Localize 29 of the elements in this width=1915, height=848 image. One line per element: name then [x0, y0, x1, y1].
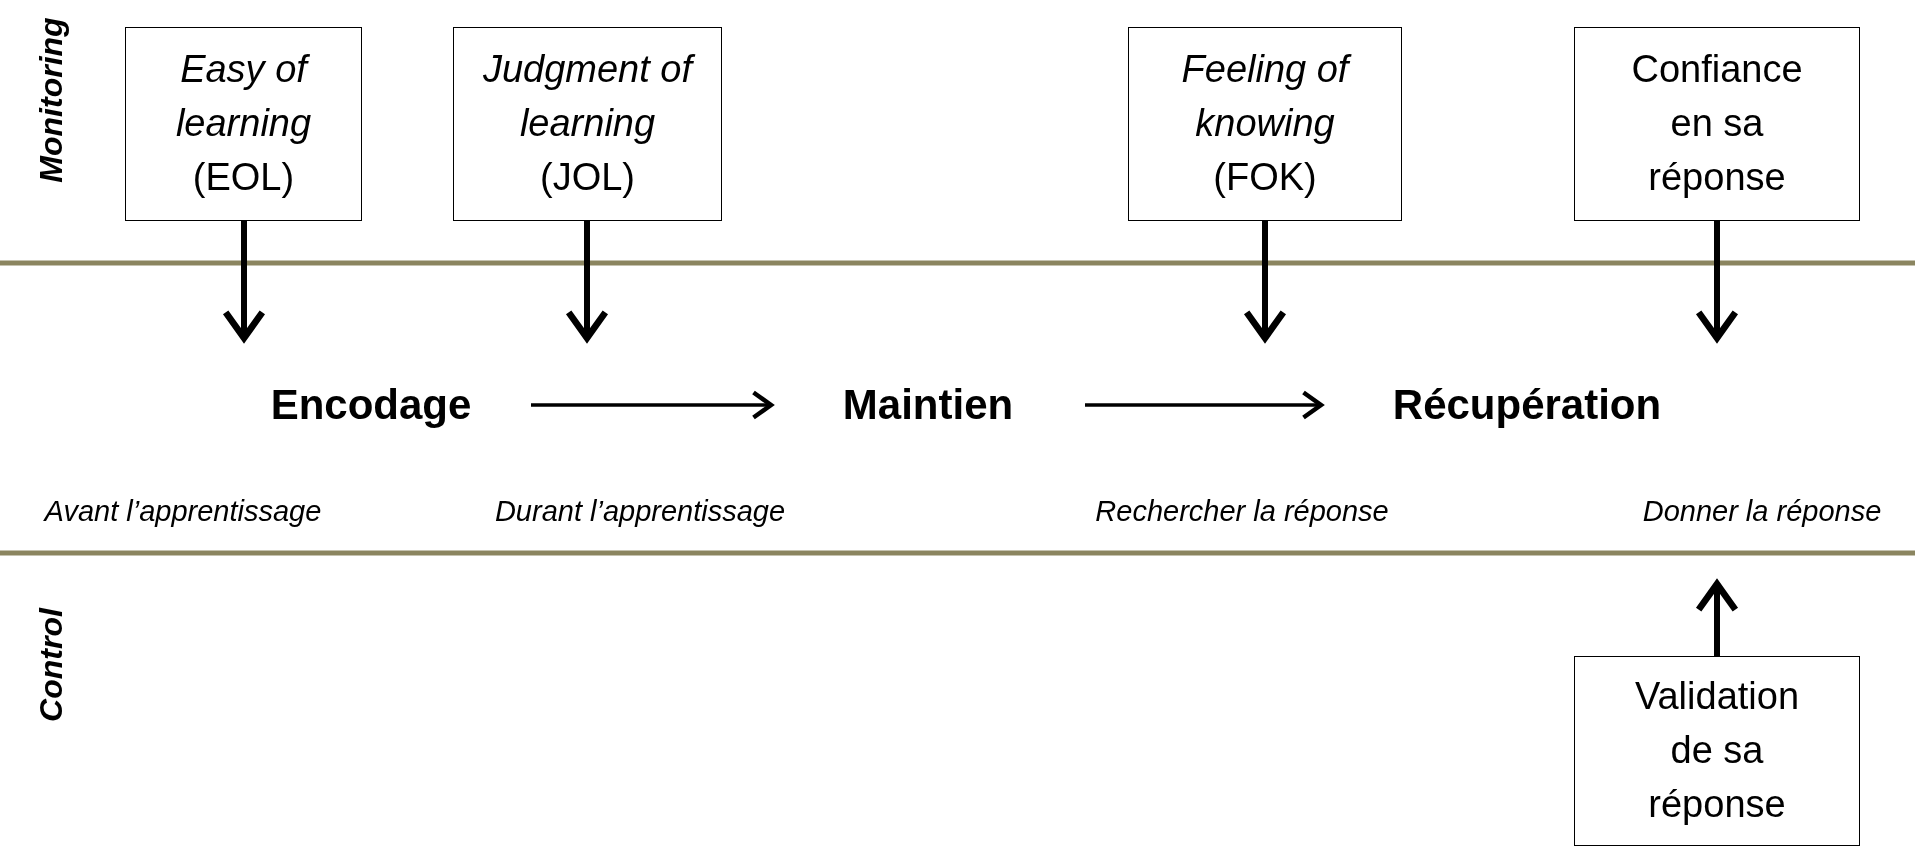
- text-box: [1574, 27, 1860, 221]
- phase-label: Durant l’apprentissage: [494, 495, 786, 528]
- arrow: [565, 221, 609, 342]
- phase-label: Avant l’apprentissage: [44, 495, 322, 528]
- arrow: [531, 390, 774, 420]
- box-text: (JOL): [540, 154, 635, 200]
- box-text: (EOL): [192, 154, 295, 200]
- box-text: Feeling of knowing: [1129, 43, 1401, 151]
- box-text: (FOK): [1213, 154, 1317, 200]
- text-box: [453, 27, 722, 221]
- arrow: [1695, 221, 1739, 342]
- box-text: Easy of learning: [174, 47, 313, 146]
- section-label: Control: [32, 608, 70, 722]
- section-label: Monitoring: [32, 17, 70, 183]
- box-text: Judgment of learning: [454, 43, 721, 151]
- text-box: [1128, 27, 1402, 221]
- box-text: Confiance en sa réponse: [1630, 47, 1804, 200]
- text-box: [125, 27, 362, 221]
- stage-label: Encodage: [270, 380, 472, 431]
- phase-label: Rechercher la réponse: [1095, 495, 1389, 528]
- phase-label: Donner la réponse: [1642, 495, 1882, 528]
- stage-label: Maintien: [842, 380, 1014, 431]
- stage-label: Récupération: [1392, 380, 1662, 431]
- text-box: [1574, 656, 1860, 846]
- arrow: [1695, 580, 1739, 656]
- arrow: [1085, 390, 1324, 420]
- arrow: [222, 221, 266, 342]
- box-text: Validation de sa réponse: [1633, 674, 1801, 827]
- arrow: [1243, 221, 1287, 342]
